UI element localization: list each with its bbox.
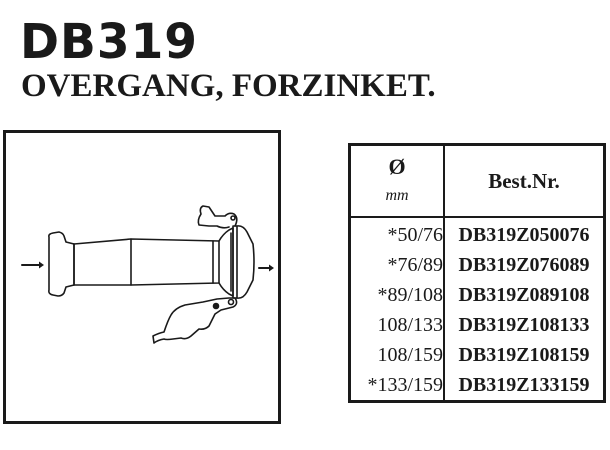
diameter-cell: *76/89 bbox=[349, 250, 445, 280]
table-row: 108/133 DB319Z108133 bbox=[349, 310, 605, 340]
diameter-symbol: Ø bbox=[388, 154, 406, 179]
table-row: *50/76 DB319Z050076 bbox=[349, 217, 605, 250]
table-row: *76/89 DB319Z076089 bbox=[349, 250, 605, 280]
diameter-column-header: Ø mm bbox=[349, 144, 445, 218]
order-number-cell: DB319Z089108 bbox=[458, 284, 590, 306]
order-number-table: Ø mm Best.Nr. *50/76 DB319Z050076 *76/89… bbox=[348, 143, 606, 403]
outlet-arrow-icon bbox=[258, 264, 274, 272]
order-number-cell: DB319Z050076 bbox=[458, 224, 590, 246]
diameter-cell: *89/108 bbox=[349, 280, 445, 310]
diameter-cell: *133/159 bbox=[349, 370, 445, 402]
product-description-subtitle: OVERGANG, FORZINKET. bbox=[21, 68, 436, 104]
coupling-drawing bbox=[21, 205, 274, 344]
table-row: 108/159 DB319Z108159 bbox=[349, 340, 605, 370]
order-number-column-header: Best.Nr. bbox=[444, 144, 605, 218]
order-number-cell: DB319Z133159 bbox=[458, 374, 590, 396]
diameter-cell: 108/133 bbox=[349, 310, 445, 340]
order-number-cell: DB319Z108133 bbox=[458, 314, 590, 336]
order-number-cell: DB319Z076089 bbox=[458, 254, 590, 276]
table-header-row: Ø mm Best.Nr. bbox=[349, 144, 605, 218]
inlet-arrow-icon bbox=[21, 261, 44, 269]
product-code-title: DB319 bbox=[20, 14, 198, 70]
table-row: *133/159 DB319Z133159 bbox=[349, 370, 605, 402]
diameter-cell: 108/159 bbox=[349, 340, 445, 370]
order-number-cell: DB319Z108159 bbox=[458, 344, 590, 366]
diameter-unit: mm bbox=[385, 187, 409, 204]
table-row: *89/108 DB319Z089108 bbox=[349, 280, 605, 310]
diameter-cell: *50/76 bbox=[349, 217, 445, 250]
product-drawing-frame bbox=[3, 130, 281, 424]
